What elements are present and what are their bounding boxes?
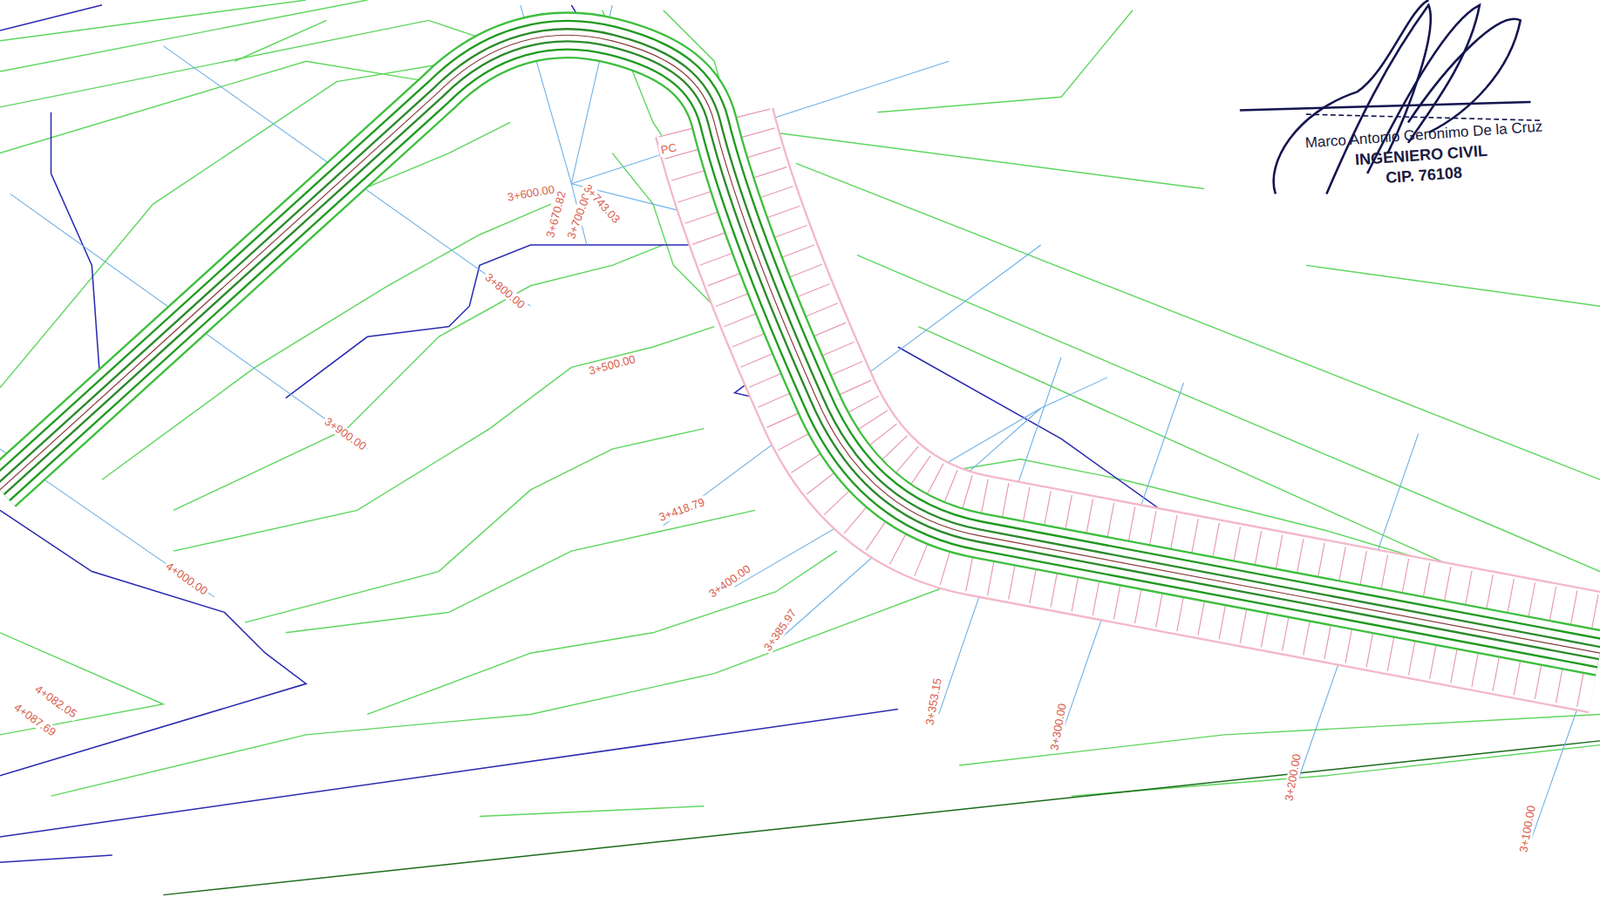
station-label: 3+200.00 <box>1282 751 1304 804</box>
station-label: 4+000.00 <box>162 558 212 599</box>
station-label: 3+800.00 <box>481 269 529 312</box>
signature-text: Marco Antonio Geronimo De la Cruz <box>1302 120 1545 150</box>
signature-text: INGENIERO CIVIL <box>1353 144 1491 167</box>
station-label: 3+400.00 <box>705 562 755 602</box>
station-label: 3+300.00 <box>1048 700 1069 753</box>
station-label: 3+600.00 <box>503 183 557 205</box>
station-label: 3+385.97 <box>761 605 801 655</box>
station-label: 3+353.15 <box>923 675 945 729</box>
signature-text: CIP. 76108 <box>1382 166 1464 184</box>
station-label: PC <box>657 141 679 157</box>
station-label: 3+418.79 <box>655 496 709 525</box>
station-label: 3+100.00 <box>1517 802 1539 855</box>
station-label: 3+500.00 <box>585 353 639 379</box>
station-label: 3+900.00 <box>320 414 370 454</box>
